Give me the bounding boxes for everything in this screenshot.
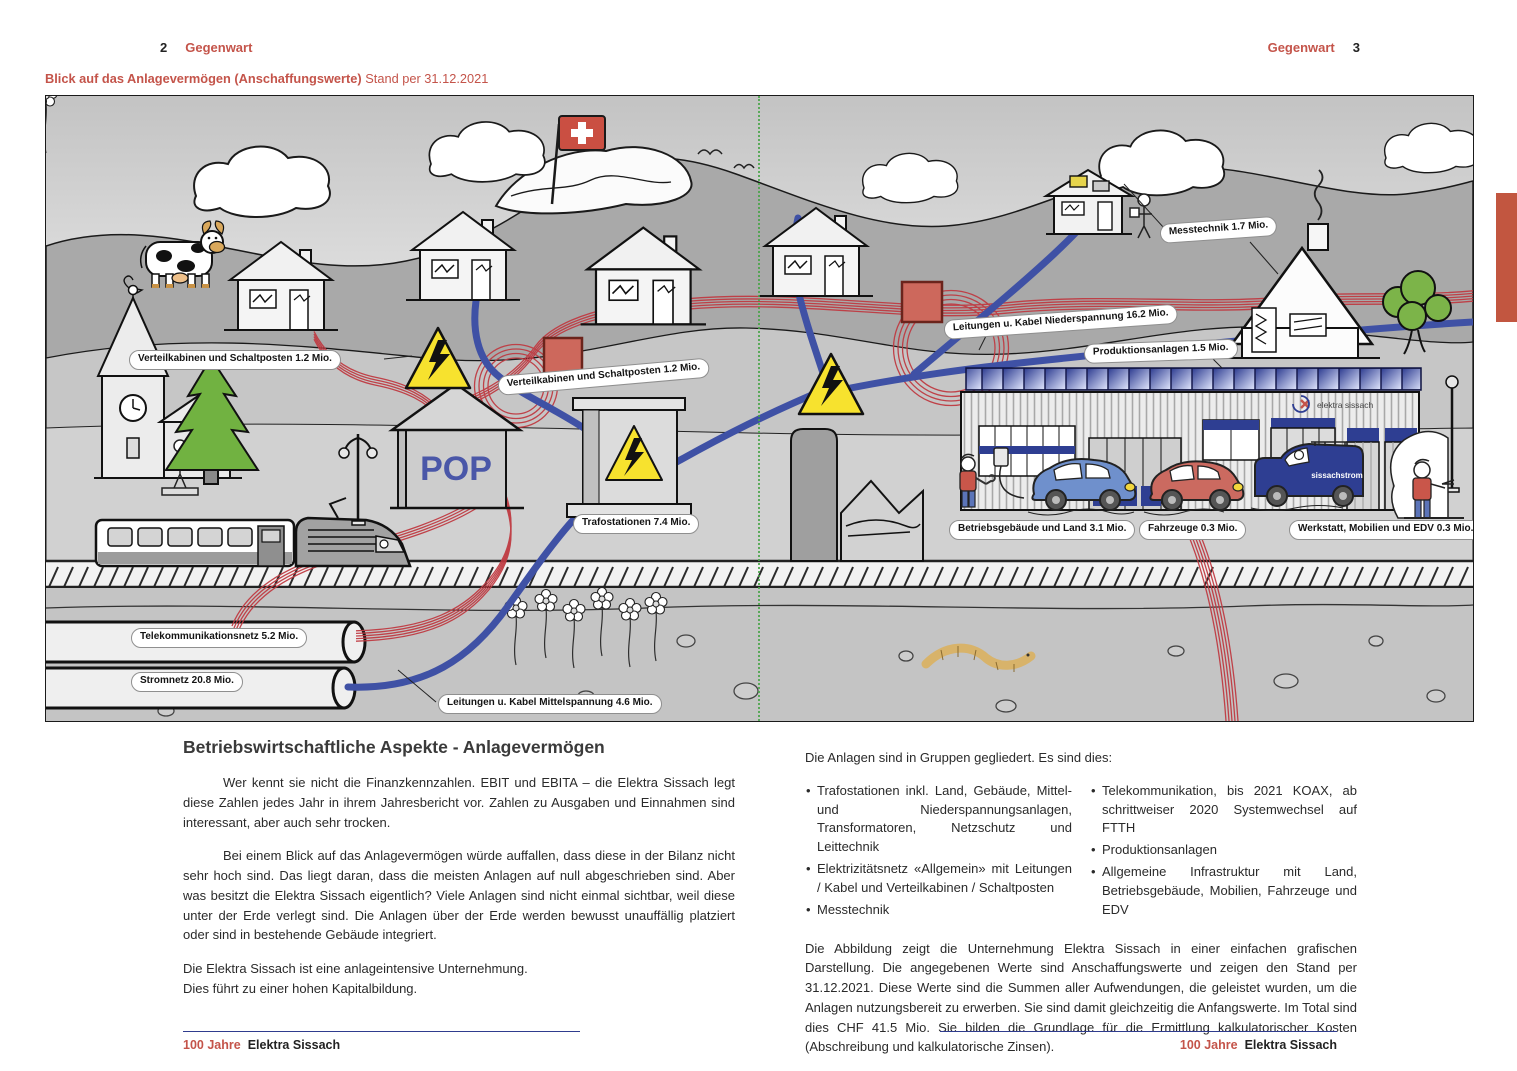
house-right (1226, 169, 1380, 359)
footer-company: Elektra Sissach (1244, 1038, 1337, 1052)
value-label: Betriebsgebäude und Land 3.1 Mio. (949, 520, 1136, 540)
van-logo-text: sissachstrom (1311, 471, 1363, 480)
street-lamp (1445, 375, 1460, 493)
asset-groups-list: Trafostationen inkl. Land, Gebäude, Mitt… (805, 782, 1357, 923)
section-heading: Betriebswirtschaftliche Aspekte - Anlage… (183, 737, 605, 757)
swiss-flag-icon (558, 115, 606, 151)
worm (921, 643, 1036, 672)
header-right: Gegenwart 3 (1160, 40, 1360, 55)
smoke (1313, 169, 1324, 221)
flowers (46, 96, 668, 669)
header-left: 2 Gegenwart (160, 40, 252, 55)
paragraph: Die Anlagen sind in Gruppen gegliedert. … (805, 750, 1113, 765)
paragraph: Dies führt zu einer hohen Kapitalbildung… (183, 980, 418, 996)
bullet-item: Messtechnik (805, 901, 1072, 920)
solar-panel-icon (1069, 175, 1088, 188)
charging-post (993, 447, 1025, 499)
red-car (1143, 460, 1245, 516)
value-label: Fahrzeuge 0.3 Mio. (1139, 520, 1247, 540)
fir-tree (164, 356, 260, 485)
pop-building: POP (388, 382, 524, 510)
trafo-station (566, 397, 692, 518)
house-metering (1042, 168, 1152, 239)
bullets-col1: Trafostationen inkl. Land, Gebäude, Mitt… (805, 782, 1072, 923)
value-label: Werkstatt, Mobilien und EDV 0.3 Mio. (1289, 520, 1473, 540)
bullet-item: Telekommunikation, bis 2021 KOAX, ab sch… (1090, 782, 1357, 839)
warning-triangle-icon (605, 425, 663, 481)
footer-left: 100 Jahre Elektra Sissach (183, 1031, 580, 1052)
page-number-left: 2 (160, 40, 168, 55)
paragraph: Die Abbildung zeigt die Unternehmung Ele… (805, 940, 1357, 1055)
office-person (1389, 430, 1464, 519)
leader-lines (383, 183, 1279, 703)
illustration-title-bold: Blick auf das Anlagevermögen (Anschaffun… (45, 71, 362, 86)
warning-triangle-icon (797, 352, 865, 416)
factory-logo-text: elektra sissach (1317, 400, 1373, 410)
service-van: sissachstrom (1250, 441, 1364, 511)
footer-years: 100 Jahre (1179, 1038, 1238, 1052)
value-label: Leitungen u. Kabel Niederspannung 16.2 M… (943, 303, 1179, 340)
paragraph: Die Elektra Sissach ist eine anlageinten… (183, 961, 528, 976)
bullet-item: Trafostationen inkl. Land, Gebäude, Mitt… (805, 782, 1072, 857)
value-label: Verteilkabinen und Schaltposten 1.2 Mio. (497, 357, 710, 396)
value-label: Verteilkabinen und Schaltposten 1.2 Mio. (129, 350, 341, 370)
chimney-building (790, 428, 924, 562)
mechanic-person (959, 453, 996, 508)
factory-logo: elektra sissach (1292, 395, 1373, 413)
paragraph: Wer kennt sie nicht die Finanzkennzahlen… (183, 775, 735, 830)
paragraph: Bei einem Blick auf das Anlagevermögen w… (183, 848, 735, 943)
footer-right: 100 Jahre Elektra Sissach (940, 1031, 1337, 1052)
train (94, 497, 412, 568)
value-label: Produktionsanlagen 1.5 Mio. (1083, 338, 1238, 364)
street-lamp (338, 434, 378, 526)
rooster-icon (123, 275, 144, 300)
junction-box (900, 280, 944, 324)
pop-label: POP (420, 450, 492, 488)
value-label: Messtechnik 1.7 Mio. (1159, 215, 1278, 244)
left-text-column: Betriebswirtschaftliche Aspekte - Anlage… (183, 737, 735, 999)
chapter-tab (1496, 193, 1517, 322)
blue-car (1027, 458, 1137, 516)
page-number-right: 3 (1352, 40, 1360, 55)
value-label: Leitungen u. Kabel Mittelspannung 4.6 Mi… (438, 694, 662, 714)
footer-years: 100 Jahre (183, 1038, 241, 1052)
right-text-column: Die Anlagen sind in Gruppen gegliedert. … (805, 748, 1357, 1071)
section-title-left: Gegenwart (185, 40, 253, 55)
bullet-item: Elektrizitätsnetz «Allgemein» mit Leitun… (805, 860, 1072, 898)
center-fold-line (758, 96, 760, 721)
value-labels-layer: Verteilkabinen und Schaltposten 1.2 Mio.… (46, 96, 1473, 721)
bullet-item: Allgemeine Infrastruktur mit Land, Betri… (1090, 863, 1357, 920)
illustration-title: Blick auf das Anlagevermögen (Anschaffun… (45, 71, 488, 86)
warning-triangle-icon (404, 326, 472, 390)
birds (697, 149, 755, 170)
value-label: Trafostationen 7.4 Mio. (573, 514, 700, 534)
solar-roof (965, 367, 1422, 391)
illustration-title-rest: Stand per 31.12.2021 (361, 71, 489, 86)
value-label: Telekommunikationsnetz 5.2 Mio. (131, 628, 308, 648)
bullet-item: Produktionsanlagen (1090, 841, 1357, 860)
asset-illustration-panel: POP (45, 95, 1474, 722)
red-cable-bundles (231, 289, 1473, 721)
footer-company: Elektra Sissach (247, 1038, 341, 1052)
value-label: Stromnetz 20.8 Mio. (131, 672, 243, 692)
section-title-right: Gegenwart (1267, 40, 1335, 55)
leaf-tree (1382, 270, 1452, 355)
bullets-col2: Telekommunikation, bis 2021 KOAX, ab sch… (1090, 782, 1357, 923)
cow (139, 220, 226, 288)
stones (157, 634, 1446, 717)
